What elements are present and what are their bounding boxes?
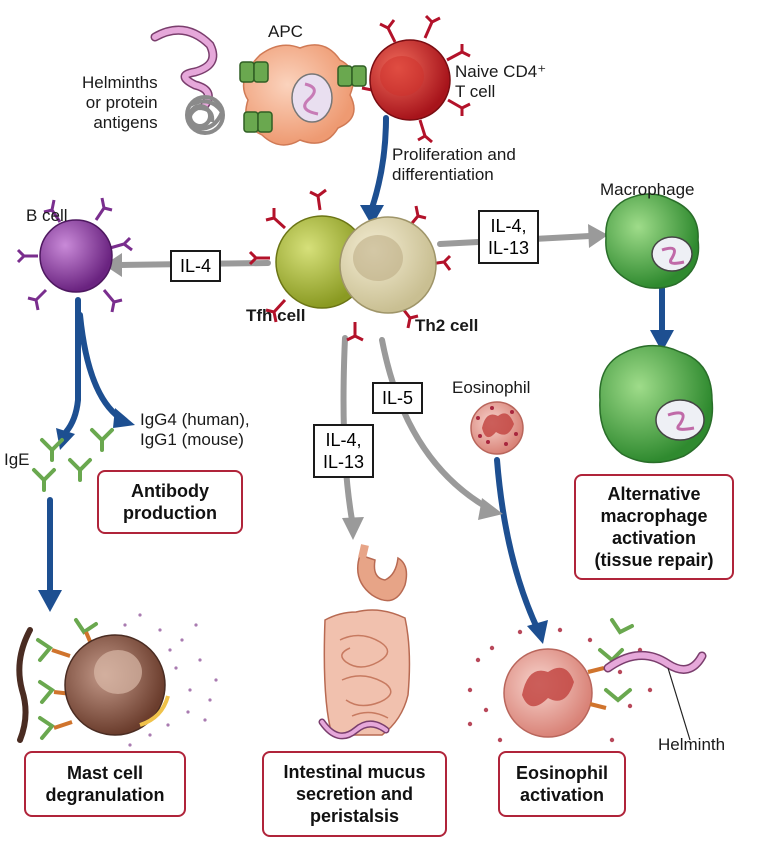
esophagus: [358, 544, 369, 559]
macrophage-label: Macrophage: [600, 180, 695, 199]
th2-nucleus: [353, 235, 403, 281]
arrowhead-mac: [588, 224, 608, 248]
arrowhead-mac: [650, 330, 674, 352]
naive-tcell-label: Naive CD4⁺ T cell: [455, 62, 547, 101]
activated-macrophage-vacuole: [655, 399, 705, 441]
arrow-bcell-to-ige: [63, 297, 81, 435]
outcome-alternative-macrophage-activation: Alternative macrophage activation (tissu…: [574, 474, 734, 580]
th2-label: Th2 cell: [415, 316, 479, 335]
arrowhead-mast: [38, 590, 62, 612]
cytokine-il5: IL-5: [372, 382, 424, 414]
proliferation-label: Proliferation and differentiation: [392, 145, 516, 184]
tfh-label: Tfh cell: [246, 306, 306, 325]
blue-arrows: [47, 115, 665, 633]
outcome-intestinal-mucus: Intestinal mucus secretion and peristals…: [262, 751, 447, 837]
bcell-label: B cell: [26, 206, 68, 225]
small-intestine-folds: [339, 634, 392, 719]
naive-tcell-receptors: [361, 14, 471, 144]
naive-tcell-nucleus: [380, 56, 424, 96]
igg-label: IgG4 (human), IgG1 (mouse): [140, 410, 250, 449]
gray-arrowheads: [104, 224, 608, 540]
blue-arrowheads: [38, 205, 674, 644]
arrowhead-eos: [478, 498, 503, 520]
arrowhead-th: [360, 205, 384, 226]
cytokine-il4-il13-macrophage: IL-4, IL-13: [478, 210, 540, 264]
helminth-label: Helminth: [658, 735, 726, 754]
arrowhead-ige: [56, 428, 75, 450]
eosinophil-granules: [476, 406, 518, 446]
cytokine-il4-bcell: IL-4: [170, 250, 222, 282]
outcome-antibody-production: Antibody production: [97, 470, 243, 534]
protein-antigen: [185, 95, 225, 135]
activated-eos-nucleus: [522, 667, 574, 707]
antigens-label: Helminths or protein antigens: [82, 73, 158, 132]
arrowhead-eos: [527, 620, 548, 644]
large-intestine: [323, 609, 411, 736]
mast-nucleus: [94, 650, 142, 694]
mast-granules-released: [123, 613, 218, 747]
eosinophil-label: Eosinophil: [452, 378, 531, 397]
helminth-mast-worm: [16, 627, 33, 743]
arrow-bcell-to-igg: [77, 312, 123, 421]
cytokine-il4-il13-intestine: IL-4, IL-13: [313, 424, 375, 478]
arrow-naive-to-th: [369, 115, 389, 211]
arrow-th-to-eos: [379, 337, 491, 511]
ige-antibodies: [32, 428, 114, 492]
arrowhead-bcell: [104, 253, 122, 277]
stomach: [357, 554, 408, 602]
bcell-body: [39, 219, 113, 293]
eosinophil-nucleus: [482, 413, 514, 438]
outcome-mast-cell-degranulation: Mast cell degranulation: [24, 751, 186, 817]
arrow-eos-to-activation: [494, 457, 541, 633]
helminth-antigen-worm: [150, 25, 218, 110]
mhc-molecules: [239, 61, 367, 133]
arrowhead-gut: [342, 517, 364, 540]
mast-yellow-edge: [139, 695, 170, 727]
ige-label: IgE: [4, 450, 30, 469]
apc-ingested-worm: [303, 82, 319, 116]
arrowhead-igg: [113, 408, 135, 428]
apc-label: APC: [268, 22, 303, 41]
macrophage-vacuole: [651, 236, 693, 272]
helminth-pointer: [667, 667, 691, 741]
mast-ige-bound: [36, 618, 98, 740]
outcome-eosinophil-activation: Eosinophil activation: [498, 751, 626, 817]
bcell-receptors: [16, 197, 133, 313]
eos-fc-receptors: [587, 666, 607, 710]
